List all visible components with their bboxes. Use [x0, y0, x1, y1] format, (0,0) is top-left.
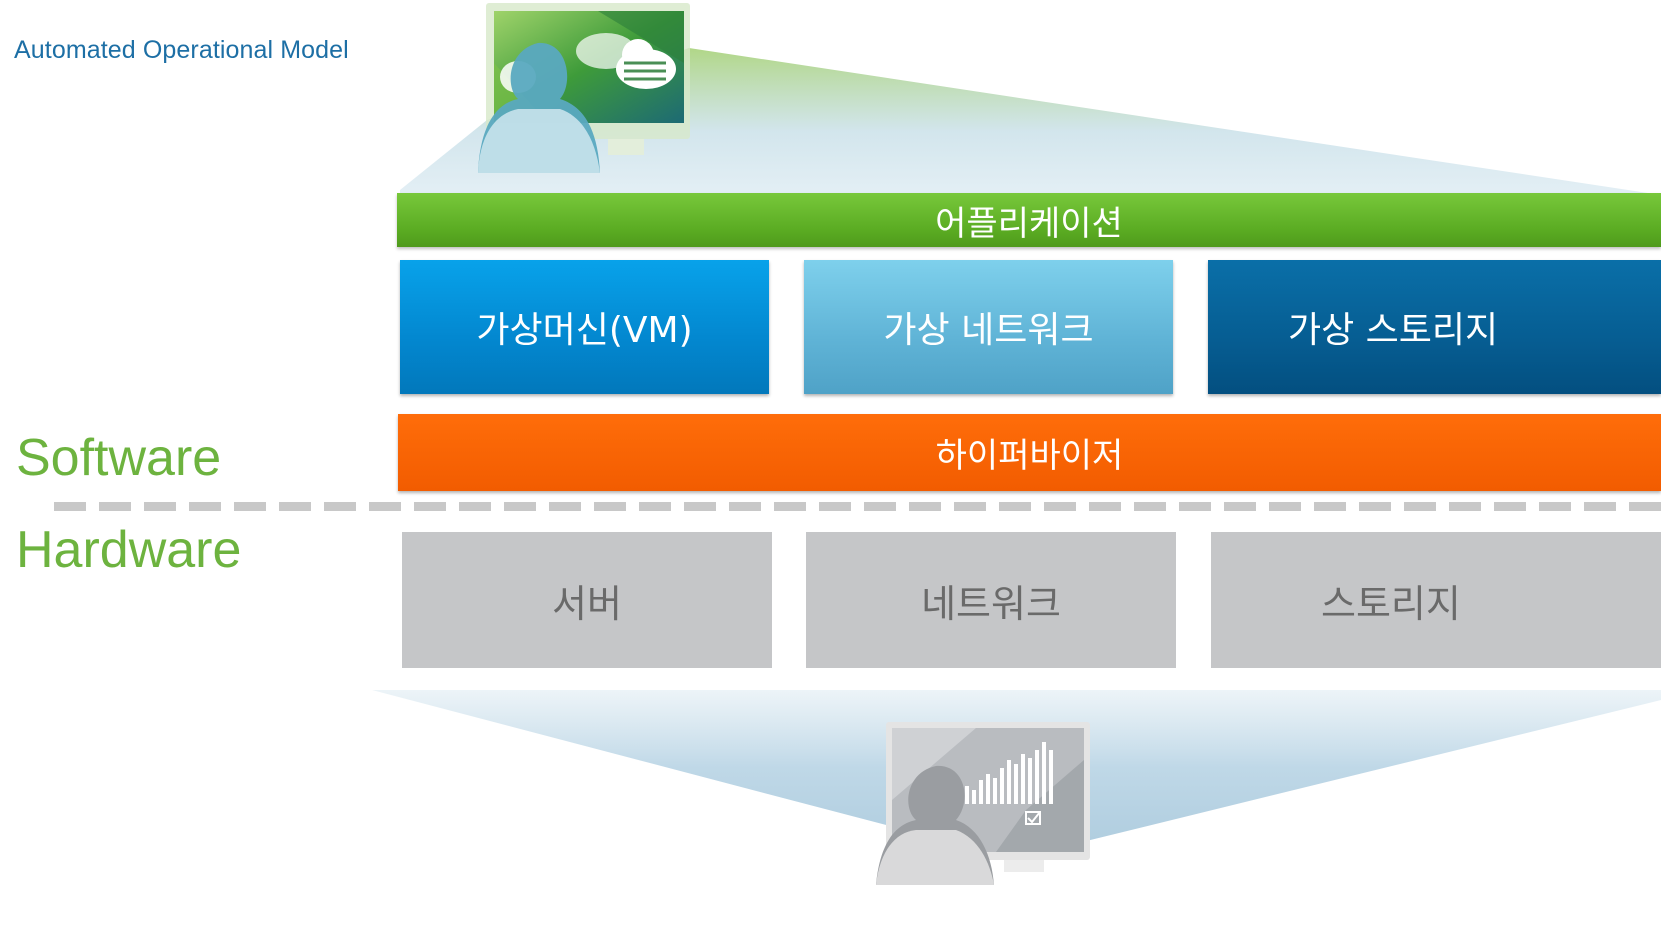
virtual-network-label: 가상 네트워크	[883, 310, 1094, 351]
virtual-storage-label: 가상 스토리지	[1288, 310, 1499, 351]
network-box: 네트워크	[806, 532, 1176, 668]
hypervisor-layer: 하이퍼바이저	[398, 414, 1661, 491]
bottom-perspective-fan	[372, 690, 1661, 845]
user-analytics-monitor-icon	[876, 722, 1090, 885]
virtual-network-box: 가상 네트워크	[804, 260, 1173, 394]
network-label: 네트워크	[921, 581, 1061, 626]
server-box: 서버	[402, 532, 772, 668]
virtual-machine-box: 가상머신(VM)	[400, 260, 769, 394]
storage-box: 스토리지	[1211, 532, 1661, 668]
storage-label: 스토리지	[1321, 581, 1461, 626]
application-layer: 어플리케이션	[397, 193, 1661, 247]
server-label: 서버	[552, 581, 622, 626]
hypervisor-label: 하이퍼바이저	[935, 436, 1124, 476]
software-label: Software	[16, 429, 222, 487]
hardware-label: Hardware	[16, 521, 242, 579]
application-layer-label: 어플리케이션	[935, 203, 1123, 244]
top-perspective-fan	[400, 48, 1661, 200]
user-cloud-monitor-icon	[478, 3, 690, 173]
page-title: Automated Operational Model	[14, 36, 349, 64]
software-hardware-divider	[54, 502, 1661, 511]
virtual-storage-box: 가상 스토리지	[1208, 260, 1661, 394]
virtual-machine-label: 가상머신(VM)	[476, 310, 693, 351]
